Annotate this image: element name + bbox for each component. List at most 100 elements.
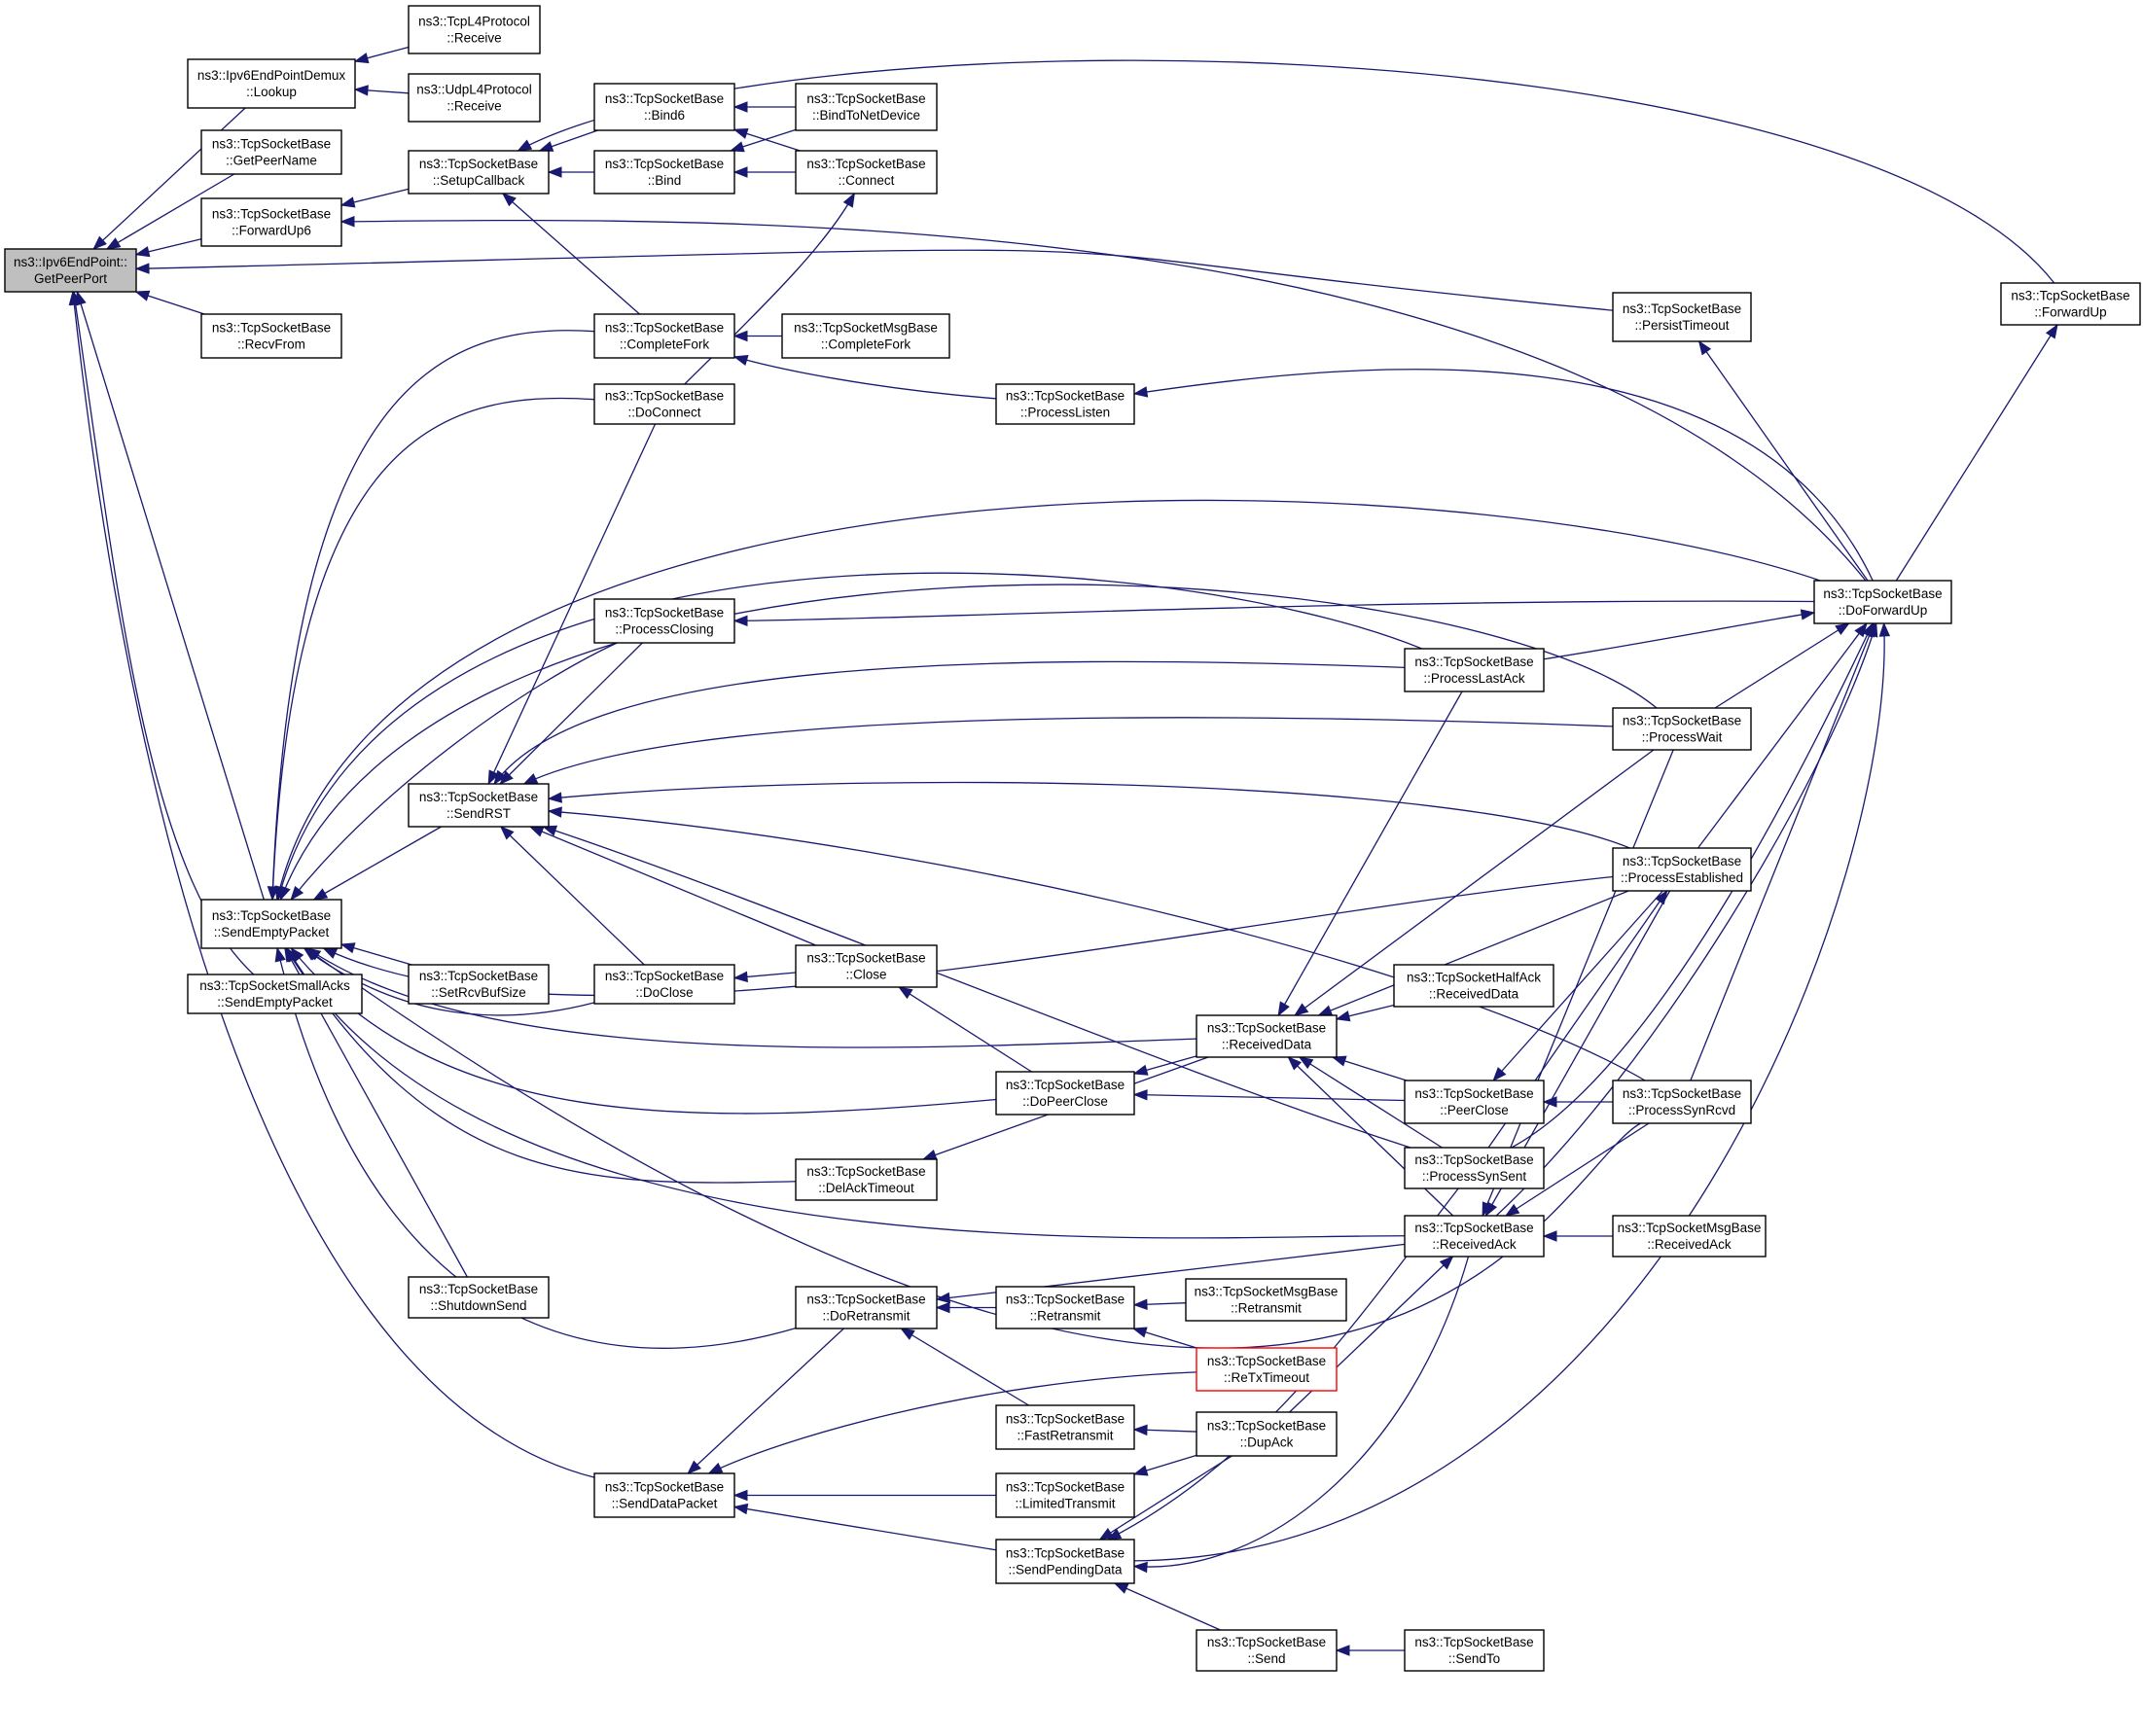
node-setrcvbufsize[interactable]: ns3::TcpSocketBase::SetRcvBufSize [408,964,550,1005]
node-label: ns3::TcpSocketBase [419,157,538,171]
node-label: ::Bind6 [644,108,685,123]
node-label: ns3::TcpSocketBase [605,157,724,171]
node-msg_completefork[interactable]: ns3::TcpSocketMsgBase::CompleteFork [781,313,950,359]
node-box [593,1472,735,1518]
call-edge-smallacks_sendempty-to-getpeerport [73,291,255,975]
node-smallacks_sendempty[interactable]: ns3::TcpSocketSmallAcks::SendEmptyPacket [187,974,363,1014]
node-sendrst[interactable]: ns3::TcpSocketBase::SendRST [408,783,550,828]
node-label: ::ReTxTimeout [1224,1370,1309,1385]
node-box [200,313,342,359]
arrowhead-senddatapacket [687,1460,701,1474]
call-edge-receiveddata-to-sendemptypacket [306,947,1197,1048]
node-ipv6demux_lookup[interactable]: ns3::Ipv6EndPointDemux::Lookup [187,58,356,109]
node-label: ns3::TcpSocketBase [605,1480,724,1495]
call-edge-peerclose-to-dopeerclose [1133,1093,1406,1102]
node-doretransmit[interactable]: ns3::TcpSocketBase::DoRetransmit [795,1286,938,1329]
node-delacktimeout[interactable]: ns3::TcpSocketBase::DelAckTimeout [795,1158,938,1201]
node-sendto[interactable]: ns3::TcpSocketBase::SendTo [1404,1629,1545,1672]
arrowhead-forwardup [2045,323,2058,339]
node-forwardup[interactable]: ns3::TcpSocketBase::ForwardUp [2000,282,2141,326]
arrowhead-sendemptypacket [322,947,339,959]
node-label: ::Connect [839,173,895,188]
node-send[interactable]: ns3::TcpSocketBase::Send [1196,1629,1338,1672]
call-edge-processwait-to-sendrst [523,717,1614,785]
node-label: ::SendEmptyPacket [214,925,330,939]
node-processclosing[interactable]: ns3::TcpSocketBase::ProcessClosing [593,598,735,644]
node-bind6[interactable]: ns3::TcpSocketBase::Bind6 [593,83,735,131]
arrowhead-retransmit [1132,1298,1148,1310]
node-label: ::ReceivedAck [1432,1237,1517,1252]
node-label: ::DoPeerClose [1022,1094,1108,1109]
node-doconnect[interactable]: ns3::TcpSocketBase::DoConnect [593,383,735,425]
node-limitedtransmit[interactable]: ns3::TcpSocketBase::LimitedTransmit [995,1472,1135,1518]
node-msg_receivedack[interactable]: ns3::TcpSocketMsgBase::ReceivedAck [1612,1215,1767,1258]
node-retransmit[interactable]: ns3::TcpSocketBase::Retransmit [995,1286,1135,1329]
node-label: ::PeerClose [1440,1103,1509,1117]
node-sendemptypacket[interactable]: ns3::TcpSocketBase::SendEmptyPacket [200,899,342,949]
node-dupack[interactable]: ns3::TcpSocketBase::DupAck [1196,1411,1338,1457]
node-udpl4_receive[interactable]: ns3::UdpL4Protocol::Receive [408,73,541,123]
node-halfack_receiveddata[interactable]: ns3::TcpSocketHalfAck::ReceivedData [1393,964,1554,1008]
arrowhead-receivedack [1439,1256,1454,1270]
call-edge-dopeerclose-to-close [898,986,1032,1073]
node-label: ns3::TcpSocketBase [212,207,331,222]
node-tcpl4_receive[interactable]: ns3::TcpL4Protocol::Receive [408,5,541,54]
node-bindtonetdevice[interactable]: ns3::TcpSocketBase::BindToNetDevice [795,83,938,131]
node-label: GetPeerPort [34,271,107,286]
node-label: ns3::TcpSocketBase [1006,1078,1125,1092]
node-box [2000,282,2141,326]
node-completefork[interactable]: ns3::TcpSocketBase::CompleteFork [593,313,735,359]
node-label: ns3::TcpSocketBase [212,137,331,152]
node-box [593,598,735,644]
call-edge-doforwardup-to-processclosing [733,600,1815,621]
node-box [593,313,735,359]
node-persisttimeout[interactable]: ns3::TcpSocketBase::PersistTimeout [1612,292,1752,342]
node-label: ns3::TcpSocketBase [1414,1635,1533,1649]
node-bind[interactable]: ns3::TcpSocketBase::Bind [593,150,735,195]
node-fastretransmit[interactable]: ns3::TcpSocketBase::FastRetransmit [995,1404,1135,1450]
node-processestablished[interactable]: ns3::TcpSocketBase::ProcessEstablished [1612,847,1752,892]
node-doforwardup[interactable]: ns3::TcpSocketBase::DoForwardUp [1813,580,1952,624]
node-label: ::Lookup [246,85,297,99]
node-box [593,150,735,195]
node-processlastack[interactable]: ns3::TcpSocketBase::ProcessLastAck [1404,648,1545,692]
node-receiveddata[interactable]: ns3::TcpSocketBase::ReceivedData [1196,1014,1338,1058]
node-connect[interactable]: ns3::TcpSocketBase::Connect [795,150,938,195]
node-peerclose[interactable]: ns3::TcpSocketBase::PeerClose [1404,1080,1545,1124]
node-doclose[interactable]: ns3::TcpSocketBase::DoClose [593,964,735,1005]
arrowhead-sendpendingdata [1113,1582,1129,1594]
arrowhead-dopeerclose [1132,1089,1148,1101]
node-processsynrcvd[interactable]: ns3::TcpSocketBase::ProcessSynRcvd [1612,1080,1752,1124]
node-box [995,383,1135,425]
node-processwait[interactable]: ns3::TcpSocketBase::ProcessWait [1612,707,1752,751]
node-forwardup6[interactable]: ns3::TcpSocketBase::ForwardUp6 [200,197,342,247]
node-recvfrom[interactable]: ns3::TcpSocketBase::RecvFrom [200,313,342,359]
node-box [187,974,363,1014]
node-label: ::FastRetransmit [1017,1429,1113,1443]
node-receivedack[interactable]: ns3::TcpSocketBase::ReceivedAck [1404,1215,1545,1258]
node-msg_retransmit[interactable]: ns3::TcpSocketMsgBase::Retransmit [1185,1278,1347,1322]
call-edge-doforwardup-to-sendemptypacket [276,499,1821,901]
arrowhead-getpeerport [134,263,150,274]
node-setupcallback[interactable]: ns3::TcpSocketBase::SetupCallback [408,150,550,195]
node-close[interactable]: ns3::TcpSocketBase::Close [795,944,938,988]
arrowhead-doforwardup [1854,621,1868,638]
node-retxtimeout[interactable]: ns3::TcpSocketBase::ReTxTimeout [1196,1347,1338,1392]
node-shutdownsend[interactable]: ns3::TcpSocketBase::ShutdownSend [408,1276,550,1319]
call-edge-completefork-to-setupcallback [502,193,640,315]
node-box [1404,1215,1545,1258]
node-getpeername[interactable]: ns3::TcpSocketBase::GetPeerName [200,129,342,175]
node-senddatapacket[interactable]: ns3::TcpSocketBase::SendDataPacket [593,1472,735,1518]
node-box [1404,1147,1545,1189]
node-box [1612,847,1752,892]
node-processlisten[interactable]: ns3::TcpSocketBase::ProcessListen [995,383,1135,425]
arrowhead-getpeerport [68,290,81,306]
node-getpeerport[interactable]: ns3::Ipv6EndPoint::GetPeerPort [4,248,137,293]
node-dopeerclose[interactable]: ns3::TcpSocketBase::DoPeerClose [995,1071,1135,1116]
node-processsynsent[interactable]: ns3::TcpSocketBase::ProcessSynSent [1404,1147,1545,1189]
node-label: ::ProcessEstablished [1621,870,1743,885]
node-sendpendingdata[interactable]: ns3::TcpSocketBase::SendPendingData [995,1539,1135,1584]
node-box [408,1276,550,1319]
call-edge-processwait-to-receivedack [1482,749,1674,1217]
